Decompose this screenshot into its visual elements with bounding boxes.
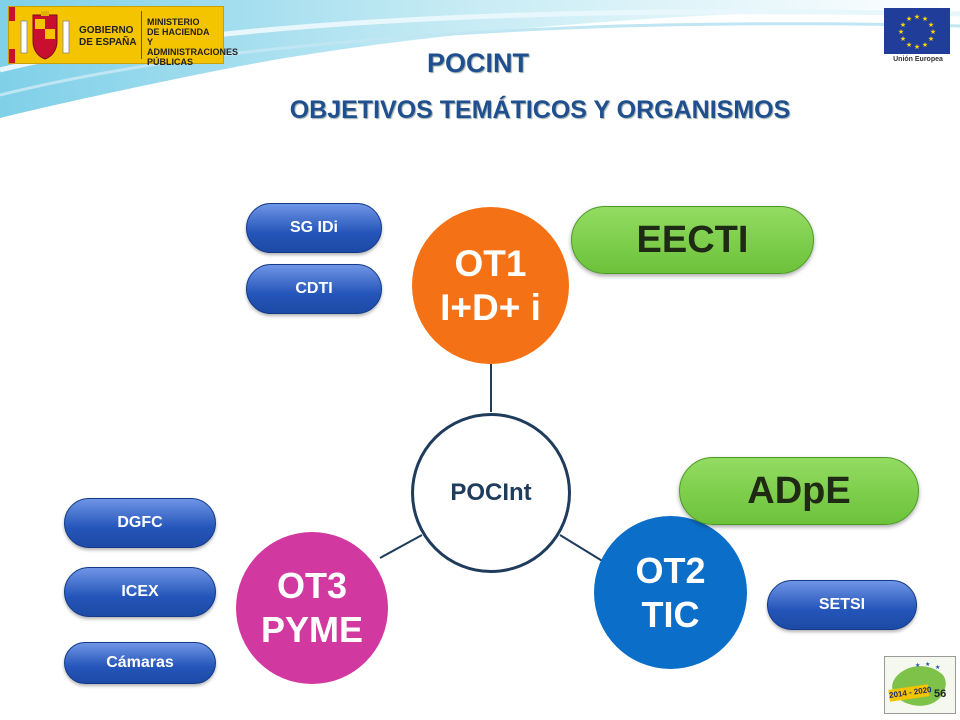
connector-ot3 (379, 534, 423, 559)
svg-text:★: ★ (906, 15, 912, 23)
ot1-circle: OT1 I+D+ i (412, 207, 569, 364)
svg-text:★: ★ (935, 664, 940, 671)
ot1-code: OT1 (454, 242, 527, 284)
svg-text:★: ★ (906, 41, 912, 49)
connector-ot2 (559, 534, 605, 563)
center-label: POCInt (450, 479, 532, 506)
ot2-circle: OT2 TIC (594, 516, 747, 669)
svg-text:★: ★ (928, 21, 934, 29)
svg-text:★: ★ (900, 21, 906, 29)
adpe-pill: ADpE (679, 457, 919, 525)
svg-text:★: ★ (922, 41, 928, 49)
period-badge-art: ★ ★ ★ (888, 661, 946, 706)
svg-text:★: ★ (928, 35, 934, 43)
ot2-code: OT2 (635, 549, 706, 591)
cdti-pill: CDTI (246, 264, 382, 314)
ot1-label: I+D+ i (440, 286, 541, 328)
icex-pill: ICEX (64, 567, 216, 617)
spain-coat-of-arms-icon (20, 11, 70, 60)
svg-text:★: ★ (922, 15, 928, 23)
svg-text:★: ★ (900, 35, 906, 43)
ministry-label: MINISTERIO DE HACIENDA Y ADMINISTRACIONE… (147, 17, 239, 67)
page-subtitle: OBJETIVOS TEMÁTICOS Y ORGANISMOS (289, 96, 791, 124)
setsi-pill: SETSI (767, 580, 917, 630)
eu-label: Unión Europea (893, 56, 943, 63)
spain-flag-stripe (9, 7, 15, 63)
svg-text:★: ★ (914, 43, 920, 51)
sgidi-pill: SG IDi (246, 203, 382, 253)
page-title: POCINT (426, 48, 529, 78)
svg-text:★: ★ (914, 13, 920, 21)
eecti-pill: EECTI (571, 206, 814, 274)
page-number: 56 (934, 688, 947, 700)
center-circle: POCInt (411, 413, 571, 573)
dgfc-pill: DGFC (64, 498, 216, 548)
svg-text:★: ★ (898, 28, 904, 36)
period-badge-icon: ★★★ 2014 - 2020 (884, 656, 956, 714)
svg-text:★: ★ (915, 662, 920, 669)
ot2-label: TIC (641, 593, 700, 635)
ot3-code: OT3 (276, 565, 347, 606)
svg-text:★: ★ (925, 661, 930, 668)
eu-flag-icon: ★★★ ★★★ ★★★ ★★★ (884, 8, 950, 54)
ot3-label: PYME (260, 609, 364, 650)
ot3-circle: OT3 PYME (236, 532, 388, 684)
logo-divider (141, 11, 142, 59)
svg-text:★: ★ (930, 28, 936, 36)
camaras-pill: Cámaras (64, 642, 216, 684)
